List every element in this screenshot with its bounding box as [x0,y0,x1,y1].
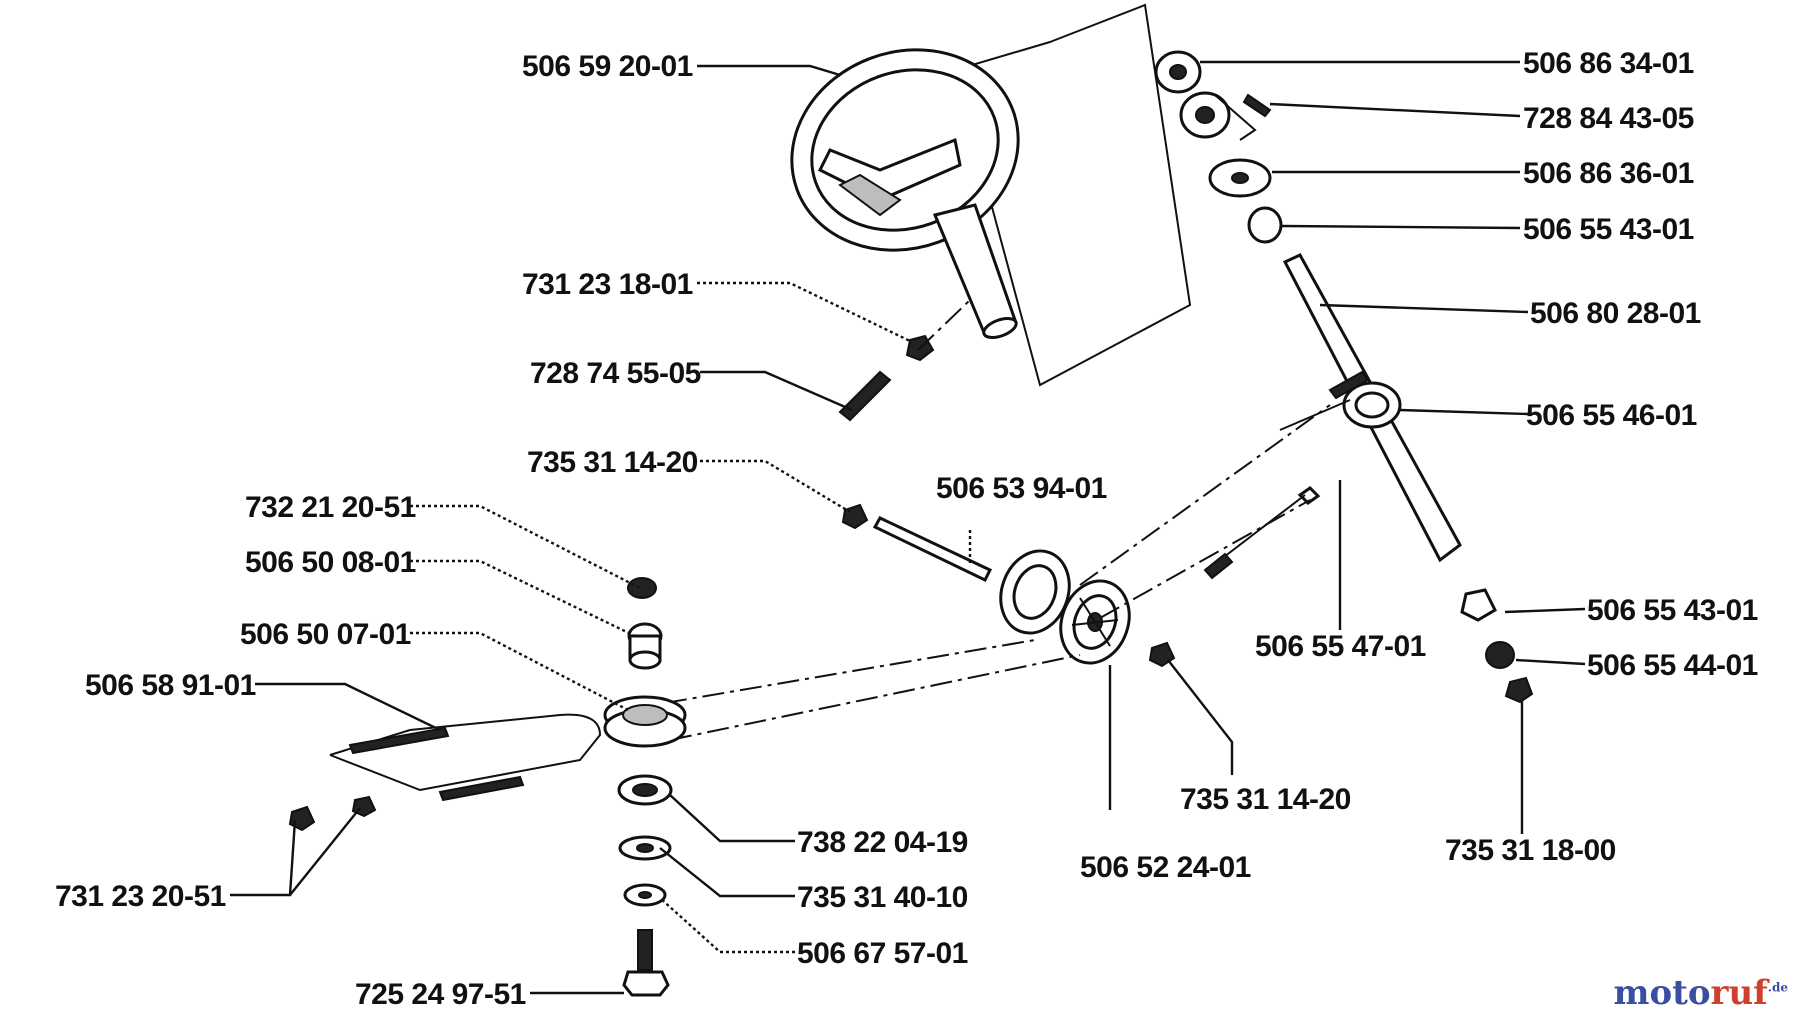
steering-wheel-drawing [790,48,1020,340]
label-washer-top: 506 86 36-01 [1523,157,1694,190]
tension-rod-line [1219,494,1306,561]
watermark-suffix: .de [1767,980,1788,995]
rod-drawing [872,516,993,582]
cable-drawing [288,713,602,832]
label-steering-wheel: 506 59 20-01 [522,50,693,83]
label-screw-wheel: 728 74 55-05 [530,357,701,390]
leader-lines [230,60,1586,995]
label-bushing-column-top: 506 55 43-01 [1523,213,1694,246]
label-steering-column: 506 80 28-01 [1530,297,1701,330]
wheel-shaft-dashdot [917,299,971,351]
label-cable: 506 58 91-01 [85,669,256,702]
label-washer-lower: 735 31 40-10 [797,881,968,914]
label-washer-column-bottom: 506 55 44-01 [1587,649,1758,682]
label-rod: 506 53 94-01 [936,472,1107,505]
steering-column-drawing [1154,50,1534,704]
column-rod-upper [1279,399,1351,431]
centerline-c [664,639,1036,704]
label-nut-column-bottom: 735 31 18-00 [1445,834,1616,867]
label-bushing-column-bottom: 506 55 43-01 [1587,594,1758,627]
part-labels: 506 59 20-01 731 23 18-01 728 74 55-05 7… [55,47,1758,1011]
label-column-pulley: 506 55 46-01 [1526,399,1697,432]
label-nut-cable: 731 23 20-51 [55,880,226,913]
label-nut-pulley: 735 31 14-20 [1180,783,1351,816]
label-bolt-lower: 725 24 97-51 [355,978,526,1011]
label-bearing-lower: 738 22 04-19 [797,826,968,859]
watermark-part1: moto [1613,973,1711,1013]
lower-stack-drawing [603,577,687,997]
label-nut-rod: 735 31 14-20 [527,446,698,479]
centerline-b [1099,499,1311,619]
label-washer-flat-lower: 506 67 57-01 [797,937,968,970]
label-nut-wheel: 731 23 18-01 [522,268,693,301]
pulley-pair-drawing [999,549,1131,665]
screw-wheel-drawing [838,370,892,422]
tension-rod-drawing [1297,486,1321,505]
label-spacer-top: 506 50 07-01 [240,618,411,651]
label-cap-top: 506 86 34-01 [1523,47,1694,80]
tension-rod-spring [1203,552,1234,580]
watermark-part2: ruf [1710,973,1768,1013]
centerline-d [669,654,1081,741]
label-tension-rod: 506 55 47-01 [1255,630,1426,663]
nut-rod-drawing [841,503,869,530]
label-spring-top: 728 84 43-05 [1523,102,1694,135]
watermark-logo: motoruf.de [1613,973,1788,1013]
label-bushing-top: 506 50 08-01 [245,546,416,579]
column-rod-spring [1328,370,1370,400]
label-nut-pulley-top: 732 21 20-51 [245,491,416,524]
centerline-a [1079,404,1331,586]
label-pulley-pair: 506 52 24-01 [1080,851,1251,884]
